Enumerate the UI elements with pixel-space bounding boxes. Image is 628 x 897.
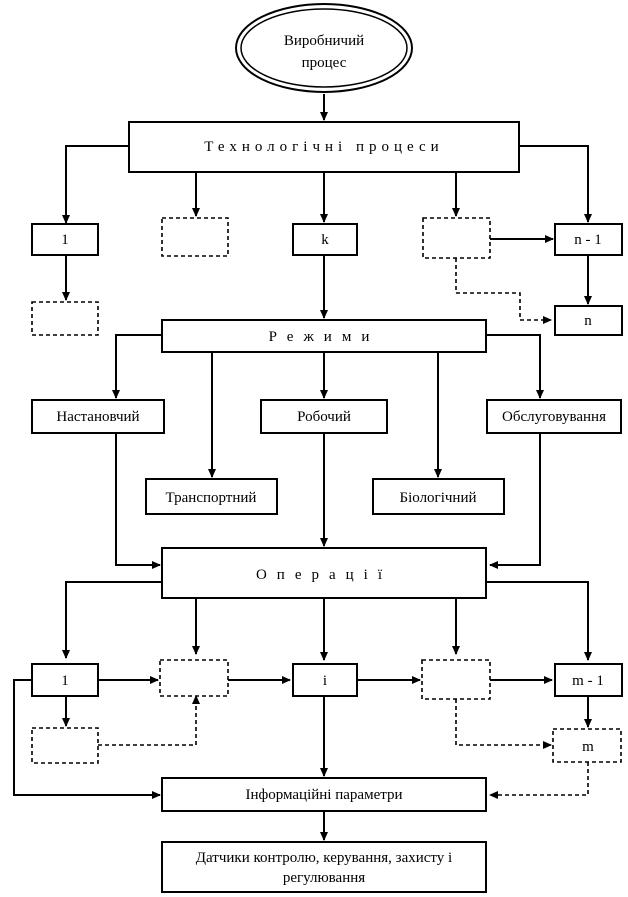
modes-box: Режими [161,319,487,353]
tech-box-n: n [584,313,592,329]
mode-setup: Настановчий [56,409,139,425]
sensors-label-line1: Датчики контролю, керування, захисту і [196,850,452,866]
modes-label: Режими [269,329,380,345]
op-box-i: i [323,673,327,689]
tech-box-k: k [321,232,329,248]
mode-working: Робочий [297,409,351,425]
operations-box: Операції [161,547,487,599]
op-box-m: m [582,739,594,755]
tech-box-1: 1 [61,232,69,248]
mode-maintenance: Обслуговування [502,409,606,425]
op-boxes: 1 i m - 1 m [31,659,623,764]
info-params-box: Інформаційні параметри [161,777,487,812]
top-label-line2: процес [302,55,347,71]
tech-boxes: 1 k n - 1 n [31,217,623,336]
connectors [13,94,592,841]
sensors-label-line2: регулювання [283,870,365,886]
tech-processes-box: Технологічні процеси [128,121,520,173]
tech-processes-label: Технологічні процеси [204,139,443,155]
op-box-m-1: m - 1 [572,673,604,689]
top-ellipse: Виробничий процес [235,3,413,93]
op-box-1: 1 [61,673,69,689]
sensors-box: Датчики контролю, керування, захисту і р… [161,841,487,893]
mode-biological: Біологічний [399,490,476,506]
operations-label: Операції [256,567,392,583]
tech-box-n-1: n - 1 [574,232,602,248]
mode-boxes: Настановчий Робочий Обслуговування Транс… [31,399,622,515]
info-params-label: Інформаційні параметри [246,787,403,803]
mode-transport: Транспортний [166,490,257,506]
top-label-line1: Виробничий [284,33,364,49]
